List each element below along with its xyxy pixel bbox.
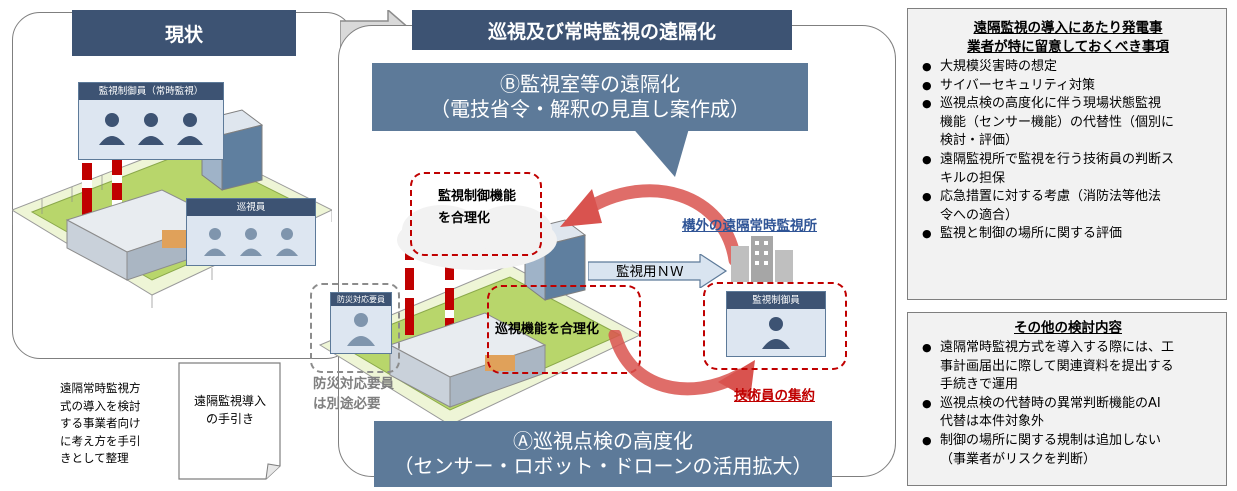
guide-document-line: の手引き	[205, 412, 254, 426]
guide-description-line: 遠隔常時監視方	[60, 381, 141, 395]
guide-description-line: きとして整理	[60, 451, 129, 465]
patrol-rationalize-box	[487, 285, 641, 374]
patrol-staff-label: 巡視員	[187, 199, 315, 216]
b-banner-callout	[630, 125, 690, 177]
considerations-list: 大規模災害時の想定 サイバーセキュリティ対策 巡視点検の高度化に伴う現場状態監視…	[920, 58, 1216, 244]
remote-operator-label: 監視制御員	[727, 292, 825, 309]
main-title-text: 巡視及び常時監視の遠隔化	[487, 20, 716, 43]
disaster-note-line1: 防災対応要員	[313, 376, 394, 392]
monitor-staff-card: 監視制御員（常時監視）	[78, 82, 224, 160]
b-banner-line2: （電技省令・解釈の見直し案作成）	[430, 97, 750, 121]
current-state-title-text: 現状	[164, 23, 203, 46]
operator-icon	[99, 113, 203, 145]
remote-center-label: 構外の遠隔常時監視所	[682, 218, 817, 234]
b-banner-line1: Ⓑ監視室等の遠隔化	[500, 72, 680, 96]
patrol-rationalize-label: 巡視機能を合理化	[495, 322, 600, 337]
patrol-staff-card: 巡視員	[186, 198, 316, 266]
other-item: 制御の場所に関する規制は追加しない（事業者がリスクを判断）	[920, 432, 1216, 469]
curved-arrow-icon	[608, 330, 755, 400]
operator-icon	[762, 317, 790, 349]
network-label: 監視用ＮＷ	[616, 264, 684, 280]
considerations-item: 巡視点検の高度化に伴う現場状態監視機能（センサー機能）の代替性（個別に検討・評価…	[920, 95, 1216, 151]
guide-description: 遠隔常時監視方 式の導入を検討 する事業者向け に考え方を手引 きとして整理	[60, 380, 141, 468]
plant-illustration	[318, 219, 642, 426]
b-banner: Ⓑ監視室等の遠隔化 （電技省令・解釈の見直し案作成）	[372, 63, 808, 131]
considerations-item: 監視と制御の場所に関する評価	[920, 225, 1216, 244]
remote-operator-card: 監視制御員	[726, 291, 826, 357]
considerations-title-line: 遠隔監視の導入にあたり発電事	[973, 20, 1163, 36]
patrol-icon	[204, 228, 298, 256]
control-rationalize-line1: 監視制御機能	[438, 189, 517, 204]
control-rationalize-line2: を合理化	[438, 211, 491, 226]
guide-description-line: 式の導入を検討	[60, 398, 141, 413]
considerations-item: サイバーセキュリティ対策	[920, 77, 1216, 96]
guide-document-title: 遠隔監視導入 の手引き	[180, 392, 280, 428]
considerations-panel: 遠隔監視の導入にあたり発電事 業者が特に留意しておくべき事項 大規模災害時の想定…	[907, 8, 1227, 300]
document-icon	[178, 362, 281, 480]
curved-arrow-icon	[560, 184, 742, 267]
a-banner-line1: Ⓐ巡視点検の高度化	[513, 429, 693, 453]
a-banner: Ⓐ巡視点検の高度化 （センサー・ロボット・ドローンの活用拡大）	[374, 421, 832, 487]
operator-icon	[347, 313, 375, 346]
disaster-staff-card: 防災対応要員	[330, 292, 392, 354]
network-arrow-icon	[588, 254, 728, 288]
guide-description-line: に考え方を手引	[60, 433, 141, 448]
main-title: 巡視及び常時監視の遠隔化	[412, 10, 792, 50]
disaster-note: 防災対応要員 は別途必要	[313, 374, 394, 414]
control-rationalize-label: 監視制御機能 を合理化	[438, 186, 516, 230]
other-items-title: その他の検討内容	[1014, 320, 1122, 336]
disaster-staff-label: 防災対応要員	[331, 293, 391, 306]
monitor-staff-label: 監視制御員（常時監視）	[79, 83, 223, 100]
other-items-panel: その他の検討内容 遠隔常時監視方式を導入する際には、工事計画届出に際して関連資料…	[907, 312, 1227, 486]
a-banner-line2: （センサー・ロボット・ドローンの活用拡大）	[393, 454, 813, 478]
guide-description-line: する事業者向け	[60, 416, 141, 430]
control-rationalize-box	[410, 172, 542, 256]
other-items-list: 遠隔常時監視方式を導入する際には、工事計画届出に際して関連資料を提出する手続きで…	[920, 339, 1216, 469]
disaster-note-line2: は別途必要	[313, 396, 381, 412]
remote-operator-box	[703, 282, 847, 370]
considerations-item: 大規模災害時の想定	[920, 58, 1216, 77]
current-state-title: 現状	[72, 10, 296, 56]
engineer-consolidation-label: 技術員の集約	[734, 388, 815, 404]
considerations-title: 遠隔監視の導入にあたり発電事 業者が特に留意しておくべき事項	[920, 19, 1216, 57]
guide-document-line: 遠隔監視導入	[193, 394, 266, 408]
building-icon	[731, 236, 793, 282]
considerations-title-line: 業者が特に留意しておくべき事項	[967, 39, 1169, 55]
other-item: 遠隔常時監視方式を導入する際には、工事計画届出に際して関連資料を提出する手続きで…	[920, 339, 1216, 395]
disaster-staff-box	[310, 283, 400, 373]
